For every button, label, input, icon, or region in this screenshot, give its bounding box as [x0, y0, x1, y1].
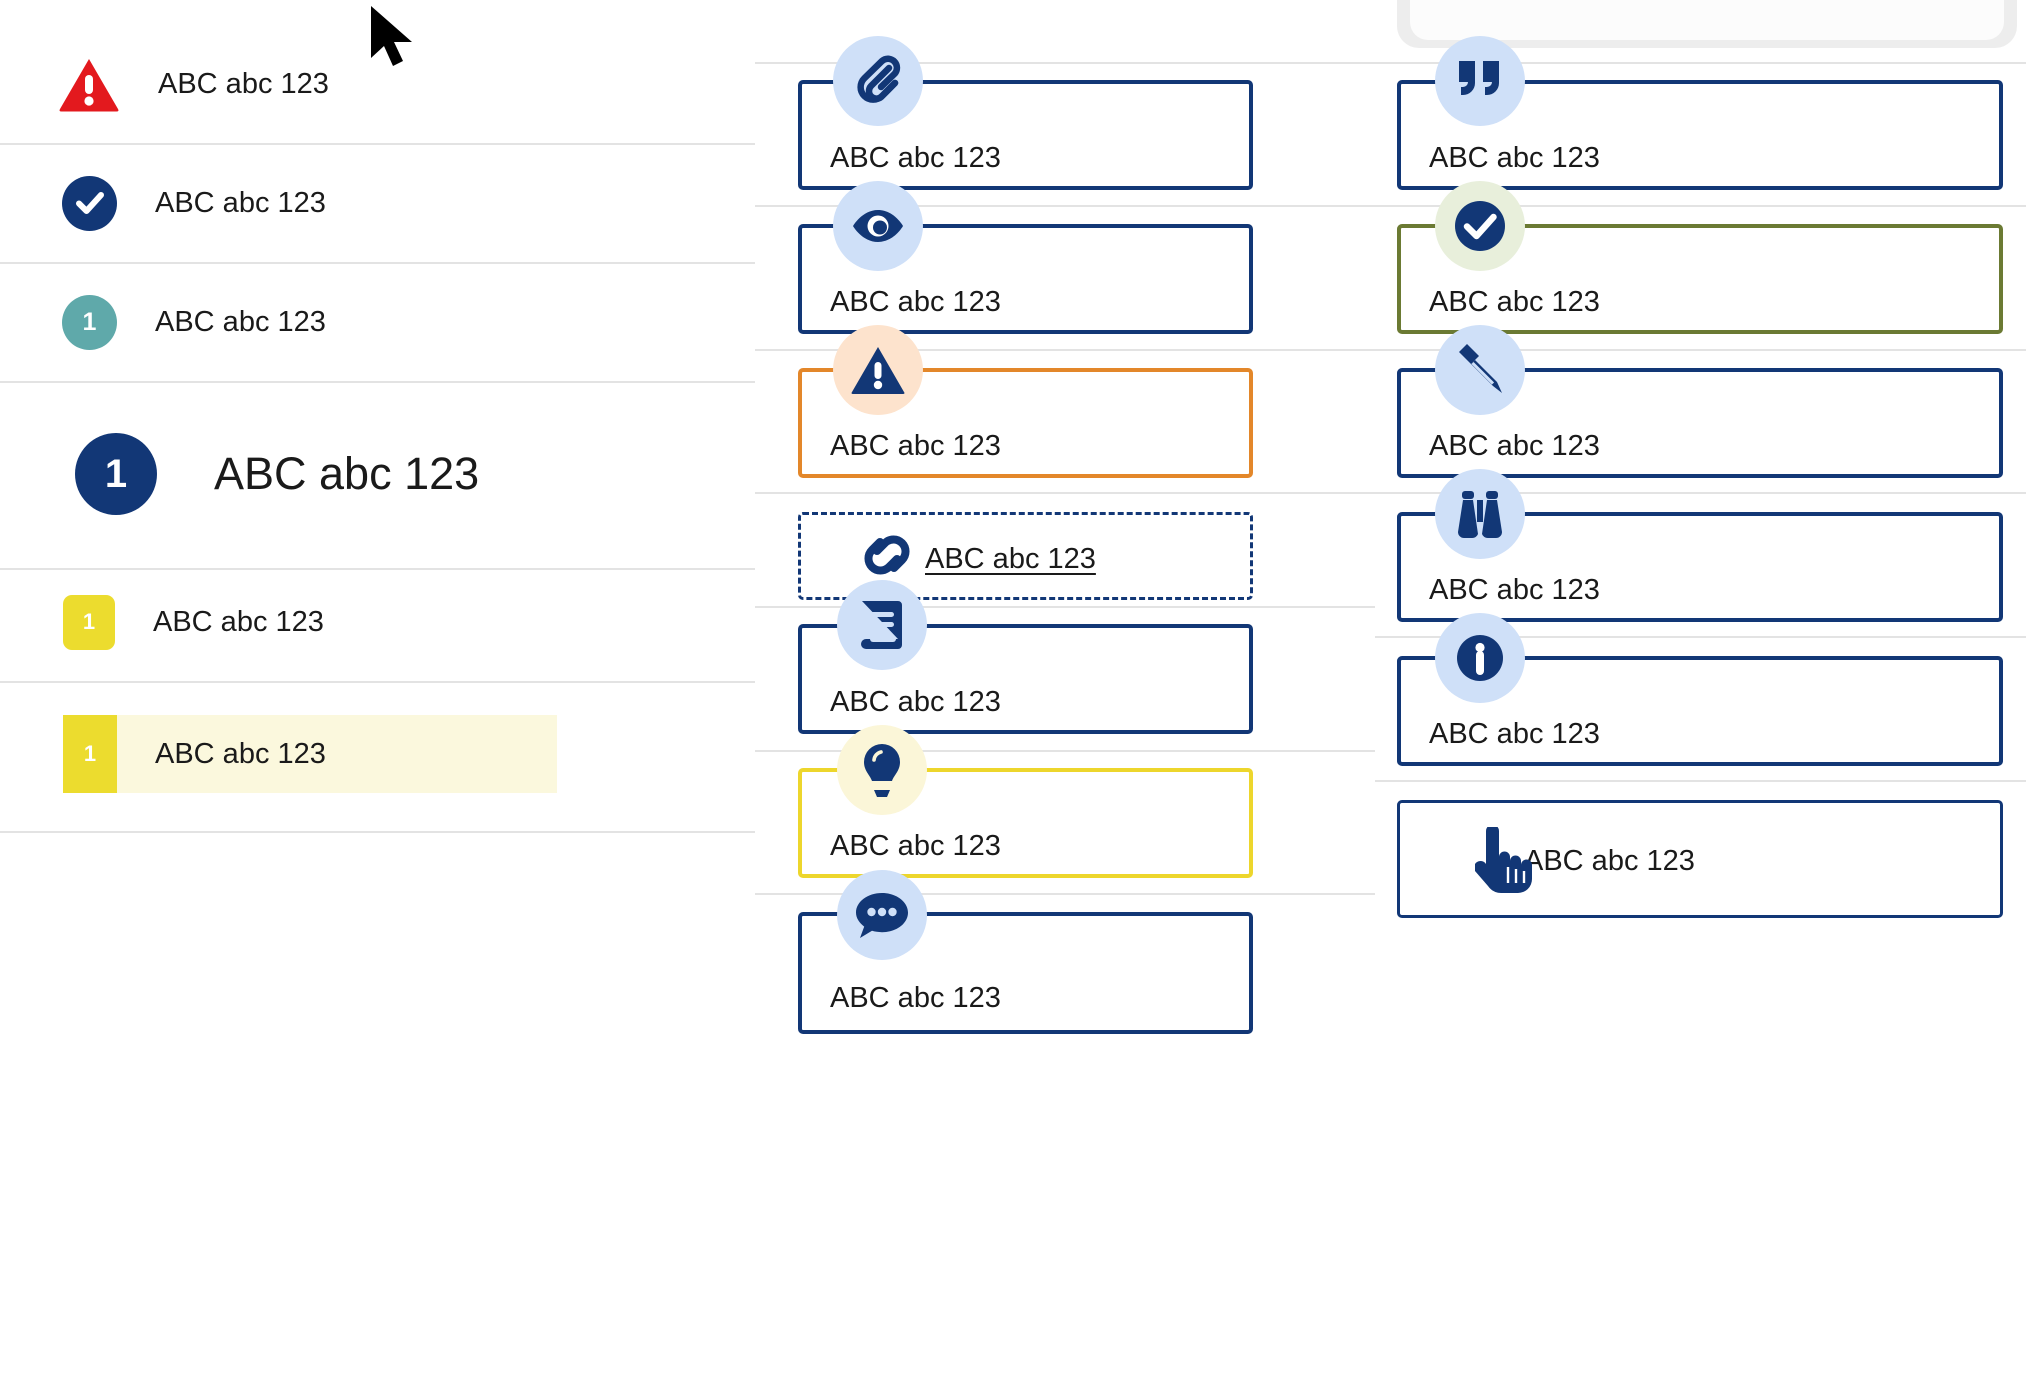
list-item-label: ABC abc 123: [214, 448, 480, 499]
list-item-label: ABC abc 123: [155, 305, 326, 338]
number-badge: 1: [63, 594, 115, 650]
quote-icon: [1435, 36, 1525, 126]
card-label: ABC abc 123: [830, 286, 1001, 318]
card-label: ABC abc 123: [830, 142, 1001, 174]
card-label: ABC abc 123: [1429, 142, 1600, 174]
list-item-selected[interactable]: 1 ABC abc 123: [63, 715, 557, 793]
column-divider: [755, 349, 1375, 351]
right-card-column: ABC abc 123 ABC abc 123 ABC abc 123: [1375, 0, 2026, 1392]
card-label: ABC abc 123: [1429, 574, 1600, 606]
column-divider: [755, 750, 1375, 752]
mouse-pointer-icon: [365, 4, 427, 70]
number-badge-value: 1: [104, 451, 128, 496]
list-item-check[interactable]: ABC abc 123: [0, 175, 755, 231]
list-item-teal-count[interactable]: 1 ABC abc 123: [0, 294, 755, 350]
chain-link-icon: [856, 525, 918, 585]
background-panel-inner: [1410, 0, 2004, 40]
list-divider: [0, 831, 755, 833]
paperclip-icon: [833, 36, 923, 126]
column-divider: [1375, 205, 2026, 207]
check-circle-icon: [1435, 181, 1525, 271]
list-item-label: ABC abc 123: [155, 737, 326, 770]
lightbulb-icon: [837, 725, 927, 815]
pencil-icon: [1435, 325, 1525, 415]
list-item-label: ABC abc 123: [153, 605, 324, 638]
left-list-panel: ABC abc 123 ABC abc 123 1 ABC abc 123 1 …: [0, 0, 755, 1392]
card-label: ABC abc 123: [830, 982, 1001, 1014]
comment-dots-icon: [837, 870, 927, 960]
number-badge: 1: [62, 294, 117, 350]
hand-pointer-icon: [1475, 827, 1537, 893]
column-divider: [1375, 636, 2026, 638]
card-label: ABC abc 123: [830, 430, 1001, 462]
card-label: ABC abc 123: [1524, 845, 1695, 877]
list-item-label: ABC abc 123: [155, 186, 326, 219]
column-divider: [755, 606, 1375, 608]
list-item-label: ABC abc 123: [158, 67, 329, 100]
column-divider: [755, 62, 1375, 64]
list-item-navy-count[interactable]: 1 ABC abc 123: [0, 433, 755, 515]
card-label: ABC abc 123: [1429, 430, 1600, 462]
column-divider: [1375, 349, 2026, 351]
list-divider: [0, 681, 755, 683]
alert-triangle-icon: [58, 57, 120, 112]
alert-triangle-icon: [833, 325, 923, 415]
number-badge: 1: [63, 715, 117, 793]
middle-card-column: ABC abc 123 ABC abc 123 ABC abc 123: [755, 0, 1375, 1392]
list-divider: [0, 568, 755, 570]
list-item-yellow-count[interactable]: 1 ABC abc 123: [0, 594, 755, 650]
binoculars-icon: [1435, 469, 1525, 559]
number-badge-value: 1: [82, 307, 97, 336]
card-label: ABC abc 123: [925, 543, 1096, 575]
card-label: ABC abc 123: [1429, 286, 1600, 318]
number-badge-value: 1: [82, 609, 96, 634]
number-badge-value: 1: [83, 741, 97, 766]
number-badge: 1: [75, 433, 157, 515]
list-item-alert[interactable]: ABC abc 123: [0, 56, 755, 112]
card-success[interactable]: ABC abc 123: [1397, 224, 2003, 334]
card-label: ABC abc 123: [1429, 718, 1600, 750]
list-divider: [0, 143, 755, 145]
book-icon: [837, 580, 927, 670]
eye-icon: [833, 181, 923, 271]
list-divider: [0, 262, 755, 264]
column-divider: [755, 893, 1375, 895]
card-warning[interactable]: ABC abc 123: [798, 368, 1253, 478]
info-circle-icon: [1435, 613, 1525, 703]
check-circle-icon: [62, 175, 117, 231]
card-label: ABC abc 123: [830, 686, 1001, 718]
column-divider: [1375, 62, 2026, 64]
column-divider: [755, 492, 1375, 494]
card-label: ABC abc 123: [830, 830, 1001, 862]
list-divider: [0, 381, 755, 383]
column-divider: [755, 205, 1375, 207]
column-divider: [1375, 780, 2026, 782]
column-divider: [1375, 492, 2026, 494]
